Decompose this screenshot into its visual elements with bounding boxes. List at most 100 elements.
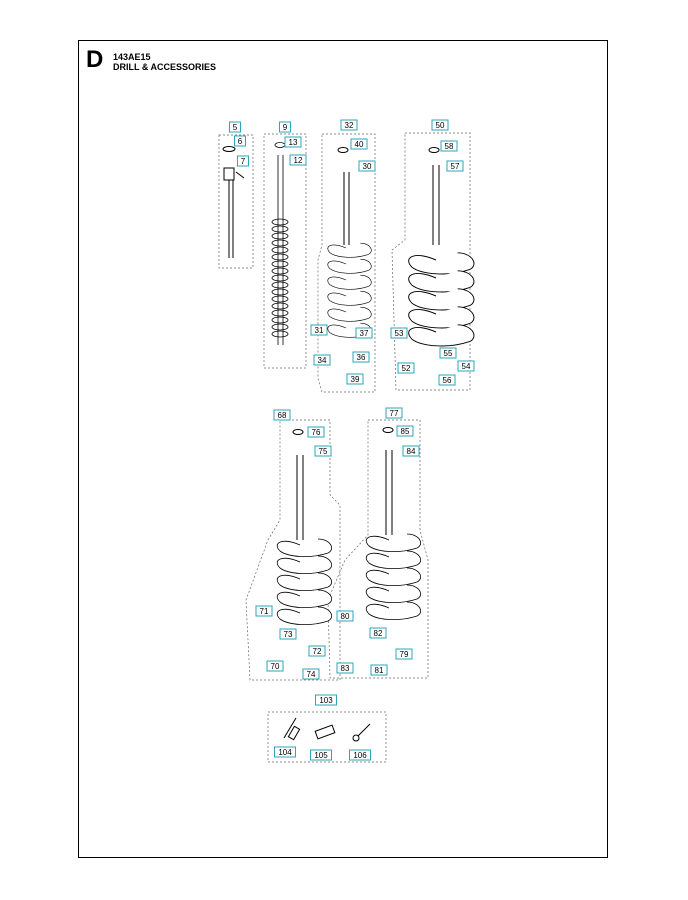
- svg-text:76: 76: [312, 428, 321, 437]
- svg-text:40: 40: [355, 140, 364, 149]
- svg-text:58: 58: [445, 142, 454, 151]
- callout-68: 68: [273, 409, 291, 421]
- callout-50: 50: [431, 119, 449, 131]
- callout-83: 83: [336, 662, 354, 674]
- auger-flight: [327, 242, 372, 258]
- callout-82: 82: [369, 627, 387, 639]
- svg-text:32: 32: [345, 121, 354, 130]
- callout-80: 80: [336, 610, 354, 622]
- auger-flight: [276, 589, 333, 609]
- svg-text:37: 37: [360, 329, 369, 338]
- auger-flight: [365, 550, 422, 570]
- auger-flight: [365, 533, 422, 553]
- callout-73: 73: [279, 628, 297, 640]
- auger-spiral: [271, 330, 289, 338]
- svg-text:72: 72: [313, 647, 322, 656]
- svg-text:13: 13: [289, 138, 298, 147]
- callout-40: 40: [350, 138, 368, 150]
- callout-9: 9: [279, 121, 291, 133]
- callout-84: 84: [402, 445, 420, 457]
- auger-spiral: [271, 274, 289, 282]
- svg-text:54: 54: [462, 362, 471, 371]
- auger-spiral: [271, 239, 289, 247]
- auger-flight: [365, 584, 422, 604]
- callout-75: 75: [314, 445, 332, 457]
- svg-text:7: 7: [241, 157, 246, 166]
- callout-106: 106: [349, 749, 371, 761]
- callout-53: 53: [390, 327, 408, 339]
- auger-spiral: [271, 302, 289, 310]
- svg-text:12: 12: [294, 156, 303, 165]
- auger-flight: [365, 601, 422, 621]
- auger-spiral: [271, 323, 289, 331]
- auger-spiral: [271, 316, 289, 324]
- auger-flight: [276, 555, 333, 575]
- auger-flight: [408, 252, 475, 275]
- svg-text:75: 75: [319, 447, 328, 456]
- auger-spiral: [271, 267, 289, 275]
- auger-flight: [327, 290, 372, 306]
- svg-text:30: 30: [363, 162, 372, 171]
- callout-72: 72: [308, 645, 326, 657]
- callout-7: 7: [237, 155, 249, 167]
- svg-text:105: 105: [314, 751, 328, 760]
- auger-flight: [276, 538, 333, 558]
- svg-text:84: 84: [407, 447, 416, 456]
- svg-text:79: 79: [400, 650, 409, 659]
- svg-text:68: 68: [278, 411, 287, 420]
- model-number: 143AE15: [113, 52, 151, 62]
- callout-32: 32: [340, 119, 358, 131]
- callout-85: 85: [396, 425, 414, 437]
- auger-flight: [276, 572, 333, 592]
- auger-small: [271, 142, 289, 345]
- callout-58: 58: [440, 140, 458, 152]
- auger-spiral: [271, 246, 289, 254]
- callout-54: 54: [457, 360, 475, 372]
- svg-text:57: 57: [451, 162, 460, 171]
- auger-flight: [327, 274, 372, 290]
- callout-37: 37: [355, 327, 373, 339]
- svg-text:85: 85: [401, 427, 410, 436]
- svg-text:103: 103: [319, 696, 333, 705]
- group-boxes: [218, 132, 471, 763]
- callout-30: 30: [358, 160, 376, 172]
- svg-text:74: 74: [307, 670, 316, 679]
- svg-text:50: 50: [436, 121, 445, 130]
- auger-spiral: [271, 260, 289, 268]
- svg-text:34: 34: [318, 356, 327, 365]
- svg-text:53: 53: [395, 329, 404, 338]
- callout-70: 70: [266, 660, 284, 672]
- auger-spiral: [271, 253, 289, 261]
- auger-spiral: [271, 232, 289, 240]
- auger-flight: [365, 567, 422, 587]
- callout-31: 31: [310, 324, 328, 336]
- auger-spiral: [271, 309, 289, 317]
- callout-77: 77: [385, 407, 403, 419]
- section-title: DRILL & ACCESSORIES: [113, 62, 217, 72]
- svg-text:9: 9: [283, 123, 288, 132]
- callout-74: 74: [302, 668, 320, 680]
- auger-spiral: [271, 225, 289, 233]
- auger-spiral: [271, 288, 289, 296]
- accessory-tools: [283, 717, 371, 742]
- svg-text:106: 106: [353, 751, 367, 760]
- callout-6: 6: [234, 135, 246, 147]
- callout-79: 79: [395, 648, 413, 660]
- page-frame: [78, 40, 608, 858]
- callout-56: 56: [438, 374, 456, 386]
- auger-spiral: [271, 295, 289, 303]
- callout-12: 12: [289, 154, 307, 166]
- auger-spiral: [271, 281, 289, 289]
- svg-text:36: 36: [357, 353, 366, 362]
- auger-flights: [276, 242, 475, 626]
- svg-text:6: 6: [238, 137, 243, 146]
- callout-103: 103: [315, 694, 337, 706]
- auger-flight: [327, 258, 372, 274]
- callout-13: 13: [284, 136, 302, 148]
- callout-71: 71: [255, 605, 273, 617]
- auger-flight: [276, 606, 333, 626]
- callout-57: 57: [446, 160, 464, 172]
- svg-text:56: 56: [443, 376, 452, 385]
- svg-text:31: 31: [315, 326, 324, 335]
